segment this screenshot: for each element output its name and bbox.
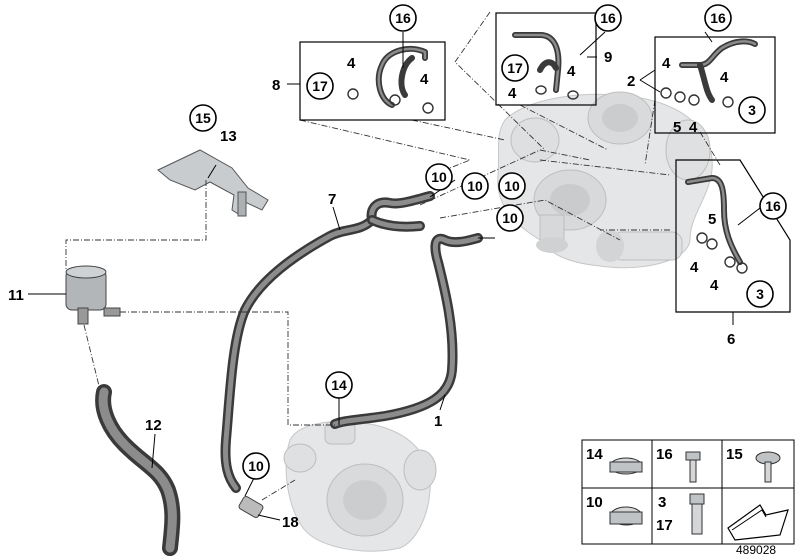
label-4-a: 4 — [347, 55, 356, 72]
gasket-icon — [347, 85, 748, 274]
callout-10-b: 10 — [461, 172, 489, 200]
callout-10-a: 10 — [425, 163, 453, 191]
legend-label-16: 16 — [656, 446, 673, 463]
box-assembly-8 — [299, 41, 446, 121]
svg-text:14: 14 — [331, 377, 347, 393]
callout-17-b: 17 — [501, 54, 529, 82]
label-4-i: 4 — [710, 277, 719, 294]
svg-text:10: 10 — [248, 458, 264, 474]
label-7: 7 — [328, 191, 336, 208]
svg-text:10: 10 — [504, 178, 520, 194]
label-4-g: 4 — [689, 119, 698, 136]
callout-16-d: 16 — [759, 192, 787, 220]
label-11: 11 — [8, 287, 24, 304]
label-5-b: 5 — [708, 211, 716, 228]
svg-text:16: 16 — [600, 10, 616, 26]
svg-text:15: 15 — [195, 110, 211, 126]
legend-label-3: 3 — [658, 494, 666, 511]
callout-15: 15 — [189, 104, 217, 132]
screw-icon — [755, 451, 781, 483]
hose-clamp-icon — [609, 506, 643, 526]
legend-label-15: 15 — [726, 446, 743, 463]
legend-label-17: 17 — [656, 517, 673, 534]
label-12: 12 — [145, 417, 162, 434]
svg-text:3: 3 — [756, 286, 764, 302]
turbocharger-icon — [497, 91, 713, 269]
callout-3-a: 3 — [738, 96, 766, 124]
callout-16-c: 16 — [704, 4, 732, 32]
callout-10-d: 10 — [496, 204, 524, 232]
legend-label-10: 10 — [586, 494, 603, 511]
label-4-c: 4 — [567, 63, 576, 80]
banjo-bolt-icon — [689, 493, 705, 535]
screw-icon — [685, 451, 701, 483]
label-8: 8 — [272, 77, 280, 94]
legend-table: 14 16 15 10 3 17 — [581, 439, 795, 545]
box-assembly-6 — [675, 159, 791, 313]
label-13: 13 — [220, 128, 237, 145]
hose-clamp-icon — [609, 457, 643, 475]
callout-10-e: 10 — [242, 452, 270, 480]
svg-text:10: 10 — [467, 178, 483, 194]
gasket-icon — [727, 504, 789, 541]
coolant-hose-7 — [220, 191, 435, 493]
document-number: 489028 — [736, 543, 776, 557]
oil-pipe-2 — [679, 38, 758, 103]
label-4-b: 4 — [420, 71, 429, 88]
svg-text:17: 17 — [507, 60, 523, 76]
svg-text:17: 17 — [312, 78, 328, 94]
label-9: 9 — [604, 49, 612, 66]
label-18: 18 — [282, 514, 299, 531]
svg-text:3: 3 — [748, 102, 756, 118]
svg-text:10: 10 — [431, 169, 447, 185]
coolant-hose-1 — [330, 233, 483, 429]
bracket-icon — [157, 149, 269, 217]
callout-16-b: 16 — [594, 4, 622, 32]
hose-fitting-18 — [238, 496, 264, 518]
label-6: 6 — [727, 331, 735, 348]
svg-text:16: 16 — [710, 10, 726, 26]
callout-14: 14 — [325, 371, 353, 399]
legend-label-14: 14 — [586, 446, 603, 463]
box-assembly-9 — [495, 12, 597, 106]
svg-text:16: 16 — [765, 198, 781, 214]
water-pump-icon — [283, 420, 437, 552]
coolant-pump-icon — [65, 265, 121, 325]
label-4-h: 4 — [690, 259, 699, 276]
box-assembly-2 — [654, 36, 776, 134]
label-2: 2 — [627, 73, 635, 90]
callout-3-b: 3 — [746, 280, 774, 308]
oil-pipe-6 — [685, 175, 743, 265]
callout-16-a: 16 — [389, 4, 417, 32]
svg-text:10: 10 — [502, 210, 518, 226]
reference-lines — [65, 11, 721, 501]
label-4-f: 4 — [720, 69, 729, 86]
label-5-a: 5 — [673, 119, 681, 136]
label-1: 1 — [434, 413, 442, 430]
oil-pipe-9 — [512, 32, 562, 93]
coolant-hose-12 — [95, 384, 181, 556]
svg-text:16: 16 — [395, 10, 411, 26]
label-4-d: 4 — [508, 85, 517, 102]
oil-pipe-8 — [375, 45, 428, 108]
callout-17-a: 17 — [306, 72, 334, 100]
callout-10-c: 10 — [498, 172, 526, 200]
label-4-e: 4 — [662, 55, 671, 72]
